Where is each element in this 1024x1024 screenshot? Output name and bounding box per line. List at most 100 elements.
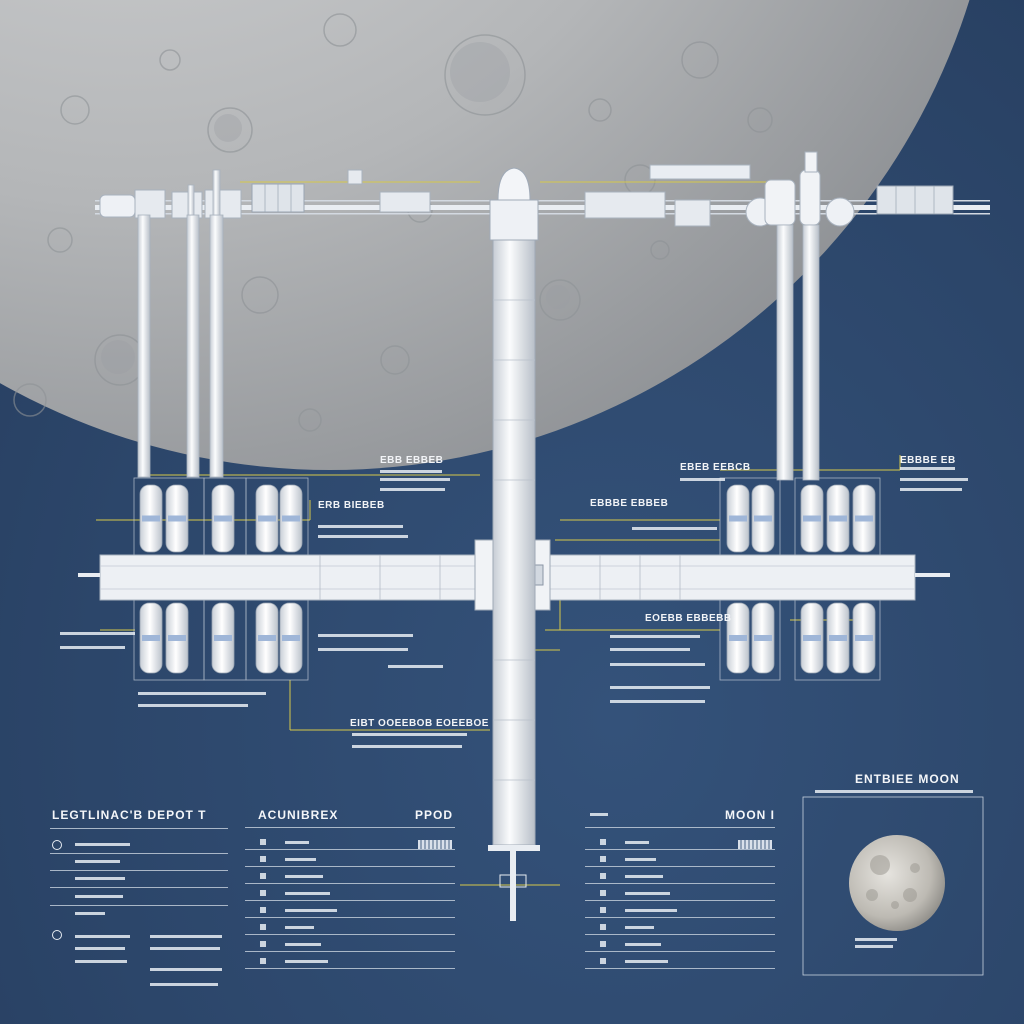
tank-band	[282, 635, 300, 641]
row-glyph-icon	[600, 890, 606, 896]
callout-text-line	[352, 733, 467, 736]
ppod-panel-title: PPOD	[415, 808, 454, 822]
row-glyph-icon	[260, 839, 266, 845]
tank-band	[142, 635, 160, 641]
callout-text-line	[318, 525, 403, 528]
row-text	[625, 841, 649, 844]
moon-inset-label	[855, 938, 897, 941]
row-glyph-icon	[260, 856, 266, 862]
row-text	[625, 892, 670, 895]
depot-row-icon	[52, 840, 62, 850]
row-text	[625, 875, 663, 878]
row-text	[285, 943, 321, 946]
row-text	[625, 960, 668, 963]
callout-text-line	[380, 470, 442, 473]
tank-band	[754, 515, 772, 522]
depot-row-rule	[50, 905, 228, 906]
callout-mid-left: ERB BIEBEB	[318, 500, 385, 511]
callout-text-line	[380, 478, 450, 481]
tank-band	[258, 515, 276, 522]
moon-panel-title: MOON I	[725, 808, 775, 822]
row-text	[625, 909, 677, 912]
row-text	[285, 841, 309, 844]
moon-inset-caption	[815, 790, 973, 793]
row-glyph-icon	[260, 873, 266, 879]
row-rule	[245, 968, 455, 969]
tank-band	[855, 515, 873, 522]
depot-row-text	[75, 947, 125, 950]
row-text	[285, 892, 330, 895]
moon-panel-tag	[590, 813, 608, 816]
callout-text-line	[632, 527, 717, 530]
row-text	[285, 960, 328, 963]
depot-row-rule	[50, 870, 228, 871]
callout-text-line	[60, 646, 125, 649]
callout-right: EBBBE EBBEB	[590, 498, 669, 509]
row-text	[625, 926, 654, 929]
row-rule	[585, 849, 775, 850]
depot-row-text	[75, 860, 120, 863]
row-glyph-icon	[600, 941, 606, 947]
row-glyph-icon	[260, 924, 266, 930]
moon-inset-image	[849, 835, 945, 931]
propellant-tanks	[139, 484, 876, 674]
panel-frames	[802, 796, 984, 976]
left-masts	[137, 169, 224, 478]
callout-text-line	[318, 648, 408, 651]
row-rule	[585, 900, 775, 901]
row-text	[285, 875, 323, 878]
callout-text-line	[900, 467, 955, 470]
row-rule	[585, 934, 775, 935]
row-rule	[585, 968, 775, 969]
row-glyph-icon	[600, 839, 606, 845]
depot-row-text	[75, 895, 123, 898]
tank-band	[258, 635, 276, 641]
row-rule	[245, 883, 455, 884]
right-masts	[776, 224, 820, 481]
tank-band	[803, 635, 821, 641]
row-rule	[585, 866, 775, 867]
acum-panel-rule	[245, 827, 455, 828]
row-glyph-icon	[600, 856, 606, 862]
moon-inset-title: ENTBIEE MOON	[855, 772, 960, 786]
depot-row-text	[150, 935, 222, 938]
callout-text-line	[138, 692, 266, 695]
callout-text-line	[352, 745, 462, 748]
depot-row-text	[75, 912, 105, 915]
tank-band	[142, 515, 160, 522]
tank-band	[168, 515, 186, 522]
moon-background	[0, 0, 970, 470]
depot-row-rule	[50, 887, 228, 888]
callout-text-line	[610, 648, 690, 651]
central-tower	[488, 167, 540, 921]
callout-upper-right: EBEB EEBCB	[680, 462, 751, 473]
depot-row-icon	[52, 930, 62, 940]
row-text	[285, 926, 314, 929]
tank-band	[754, 635, 772, 641]
acum-panel-title: ACUNIBREX	[258, 808, 339, 822]
callout-text-line	[610, 686, 710, 689]
moon-inset-label	[855, 945, 893, 948]
tank-band	[829, 515, 847, 522]
callout-text-line	[380, 488, 445, 491]
row-text	[625, 858, 656, 861]
row-rule	[585, 917, 775, 918]
row-glyph-icon	[260, 958, 266, 964]
depot-row-text	[75, 960, 127, 963]
row-rule	[585, 883, 775, 884]
row-glyph-icon	[600, 873, 606, 879]
depot-row-text	[150, 983, 218, 986]
row-glyph-icon	[600, 924, 606, 930]
row-glyph-icon	[260, 907, 266, 913]
callout-text-line	[610, 700, 705, 703]
depot-row-rule	[50, 853, 228, 854]
depot-row-text	[75, 877, 125, 880]
callout-text-line	[900, 488, 962, 491]
depot-panel-title: LEGTLINAC'B DEPOT T	[52, 808, 207, 822]
row-glyph-icon	[260, 890, 266, 896]
callout-far-right: EBBBE EB	[900, 455, 956, 466]
tank-band	[829, 635, 847, 641]
callout-text-line	[138, 704, 248, 707]
